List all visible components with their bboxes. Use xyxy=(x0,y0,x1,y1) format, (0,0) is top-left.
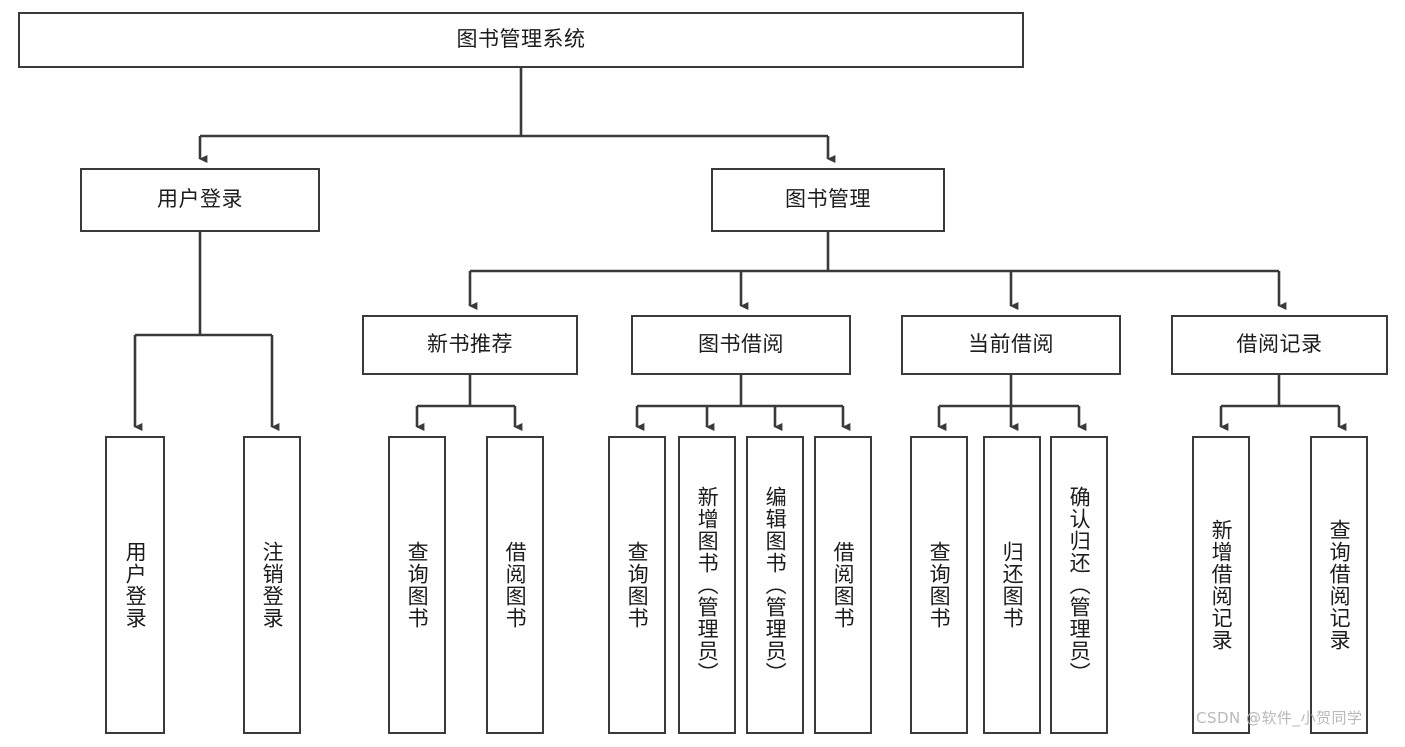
node-leaf-query-book-2[interactable]: 查询图书 xyxy=(608,436,666,734)
node-book-borrow-label: 图书借阅 xyxy=(698,332,784,357)
node-user-login[interactable]: 用户登录 xyxy=(80,168,320,232)
node-leaf-return-book-label: 归还图书 xyxy=(1000,541,1025,629)
node-current-borrow-label: 当前借阅 xyxy=(968,332,1054,357)
node-root-label: 图书管理系统 xyxy=(456,27,586,52)
node-borrow-record[interactable]: 借阅记录 xyxy=(1171,315,1388,375)
node-leaf-query-book-1[interactable]: 查询图书 xyxy=(388,436,446,734)
node-new-book-recommend-label: 新书推荐 xyxy=(427,332,513,357)
node-leaf-logout[interactable]: 注销登录 xyxy=(243,436,301,734)
node-leaf-edit-book-label: 编辑图书（管理员） xyxy=(763,486,788,684)
node-leaf-query-book-3[interactable]: 查询图书 xyxy=(910,436,968,734)
node-book-borrow[interactable]: 图书借阅 xyxy=(631,315,851,375)
node-leaf-query-record-label: 查询借阅记录 xyxy=(1327,519,1352,651)
node-leaf-query-book-1-label: 查询图书 xyxy=(405,541,430,629)
watermark-text: CSDN @软件_小贺同学 xyxy=(1196,709,1363,727)
node-root[interactable]: 图书管理系统 xyxy=(18,12,1024,68)
node-leaf-edit-book[interactable]: 编辑图书（管理员） xyxy=(746,436,804,734)
node-leaf-borrow-book-1[interactable]: 借阅图书 xyxy=(486,436,544,734)
node-user-login-label: 用户登录 xyxy=(157,187,243,212)
node-book-manage[interactable]: 图书管理 xyxy=(711,168,945,232)
node-leaf-confirm-return-label: 确认归还（管理员） xyxy=(1067,486,1092,684)
node-leaf-borrow-book-2-label: 借阅图书 xyxy=(831,541,856,629)
node-leaf-borrow-book-1-label: 借阅图书 xyxy=(503,541,528,629)
node-leaf-query-record[interactable]: 查询借阅记录 xyxy=(1310,436,1368,734)
node-leaf-user-login-label: 用户登录 xyxy=(123,541,148,629)
node-leaf-add-record[interactable]: 新增借阅记录 xyxy=(1192,436,1250,734)
node-leaf-add-book-label: 新增图书（管理员） xyxy=(695,486,720,684)
node-book-manage-label: 图书管理 xyxy=(785,187,871,212)
node-leaf-logout-label: 注销登录 xyxy=(260,541,285,629)
node-leaf-return-book[interactable]: 归还图书 xyxy=(983,436,1041,734)
node-current-borrow[interactable]: 当前借阅 xyxy=(901,315,1121,375)
node-leaf-add-record-label: 新增借阅记录 xyxy=(1209,519,1234,651)
node-borrow-record-label: 借阅记录 xyxy=(1236,332,1323,357)
node-leaf-user-login[interactable]: 用户登录 xyxy=(105,436,165,734)
node-leaf-borrow-book-2[interactable]: 借阅图书 xyxy=(814,436,872,734)
node-leaf-query-book-2-label: 查询图书 xyxy=(625,541,650,629)
node-leaf-query-book-3-label: 查询图书 xyxy=(927,541,952,629)
node-leaf-confirm-return[interactable]: 确认归还（管理员） xyxy=(1050,436,1108,734)
node-new-book-recommend[interactable]: 新书推荐 xyxy=(362,315,578,375)
node-leaf-add-book[interactable]: 新增图书（管理员） xyxy=(678,436,736,734)
